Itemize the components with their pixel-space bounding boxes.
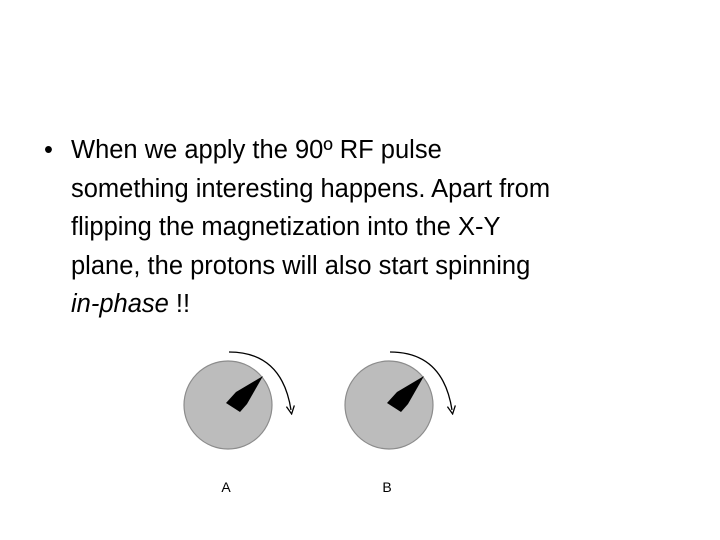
bullet-line-4: plane, the protons will also start spinn… <box>71 251 531 280</box>
label-a: A <box>221 479 231 495</box>
bullet-line-1: When we apply the 90º RF pulse <box>71 136 442 164</box>
proton-b-disc <box>344 360 434 450</box>
bullet-line-3: flipping the magnetization into the X-Y <box>71 213 501 241</box>
proton-b-rotation-arrow-icon <box>389 351 452 410</box>
proton-a-rotation-arrow-icon <box>228 351 291 410</box>
proton-a-needle <box>226 376 263 412</box>
bullet-point: • When we apply the 90º RF pulse somethi… <box>44 131 704 324</box>
in-phase-emphasis: in-phase <box>71 290 169 318</box>
bullet-text: When we apply the 90º RF pulse something… <box>71 131 704 324</box>
proton-a: A <box>183 351 291 495</box>
label-b: B <box>382 479 391 495</box>
proton-b: B <box>344 351 452 495</box>
proton-a-disc <box>183 360 273 450</box>
bullet-line-2: something interesting happens. Apart fro… <box>71 174 551 203</box>
exclamation-text: !! <box>168 290 191 318</box>
bullet-marker: • <box>44 136 53 164</box>
proton-b-needle <box>387 376 424 412</box>
bullet-line-5: in-phase !! <box>71 285 704 324</box>
